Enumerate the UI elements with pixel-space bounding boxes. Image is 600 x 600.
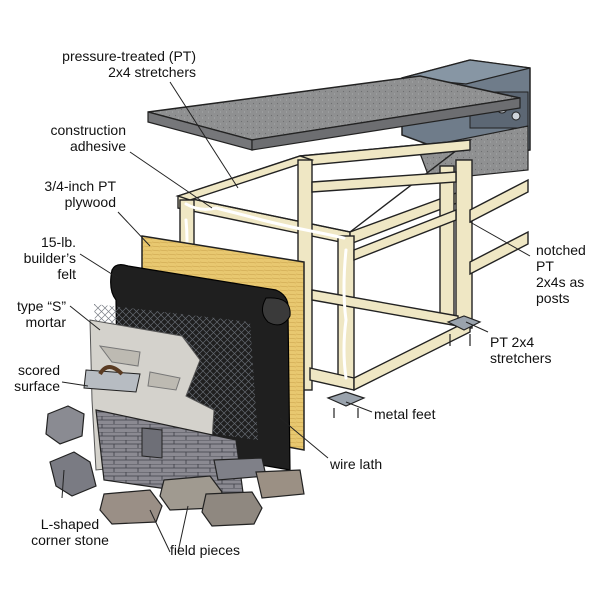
trowel (83, 365, 141, 393)
label-wire-lath: wire lath (330, 456, 383, 472)
label-field-pieces: field pieces (170, 542, 241, 558)
label-pt-stretchers-top: pressure-treated (PT)2x4 stretchers (62, 48, 196, 80)
leader-lines (61, 81, 531, 553)
label-metal-feet: metal feet (374, 406, 436, 422)
countertop (147, 75, 521, 151)
loose-stones (45, 405, 305, 527)
felt-roll (262, 297, 291, 326)
pt-frame (175, 139, 529, 392)
label-type-s-mortar: type “S”mortar (16, 298, 66, 330)
veneer-hook (141, 427, 163, 459)
scored-marks (98, 345, 181, 391)
metal-feet (326, 315, 482, 418)
